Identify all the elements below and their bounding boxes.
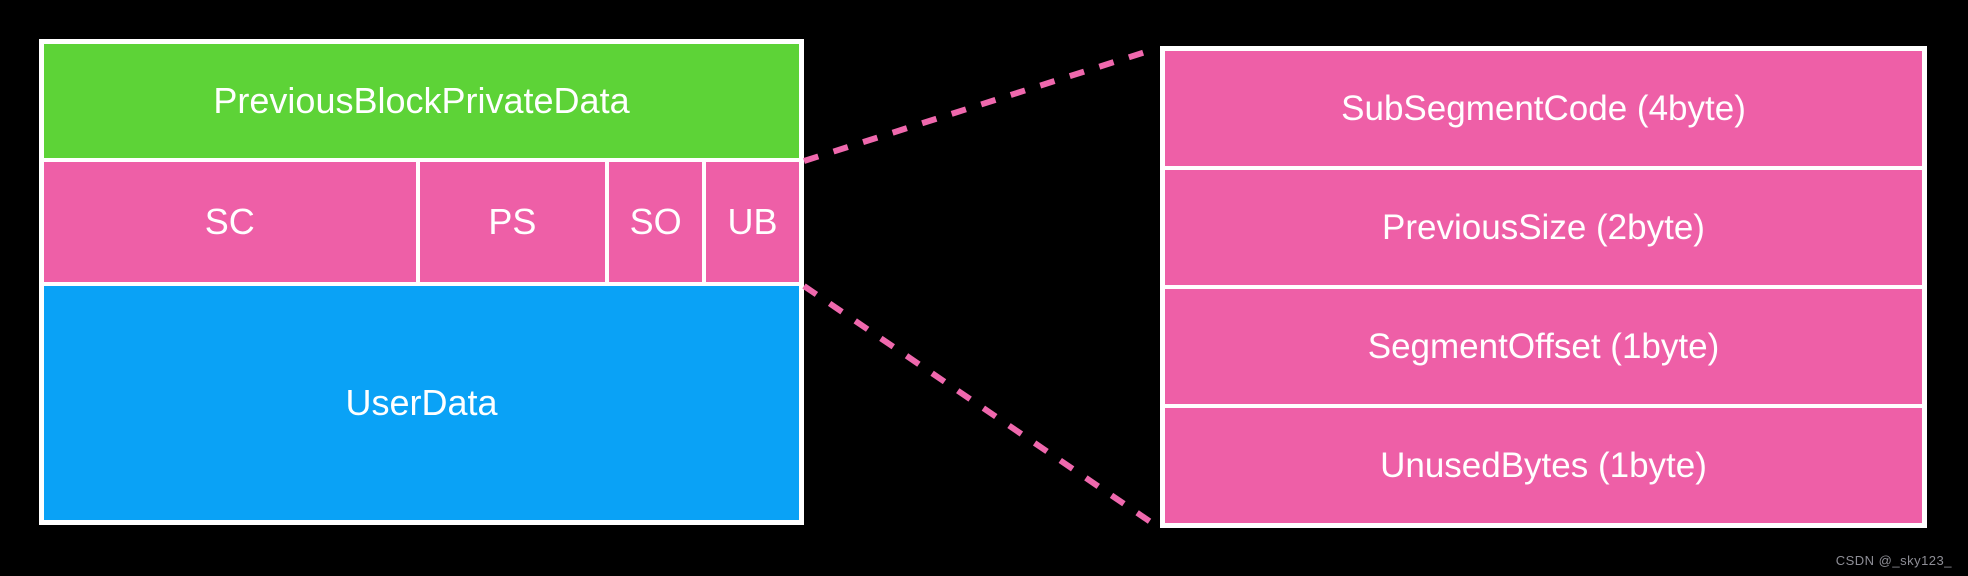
- detail-row-subsegmentcode: SubSegmentCode (4byte): [1165, 51, 1922, 166]
- ub-label: UB: [727, 201, 778, 242]
- segmentoffset-label: SegmentOffset (1byte): [1367, 327, 1720, 366]
- detail-row-previoussize: PreviousSize (2byte): [1165, 170, 1922, 285]
- zoom-connector-top: [803, 45, 1159, 164]
- unusedbytes-label: UnusedBytes (1byte): [1380, 446, 1707, 485]
- zoom-connector-bottom: [802, 283, 1160, 530]
- detail-row-segmentoffset: SegmentOffset (1byte): [1165, 289, 1922, 404]
- subsegmentcode-label: SubSegmentCode (4byte): [1341, 89, 1746, 128]
- field-cell-sc: SC: [44, 162, 416, 282]
- memory-block: PreviousBlockPrivateData SC PS SO UB Use…: [39, 39, 804, 525]
- sc-label: SC: [204, 201, 255, 242]
- user-data-section: UserData: [44, 286, 799, 520]
- field-cell-so: SO: [609, 162, 703, 282]
- ps-label: PS: [488, 201, 537, 242]
- previous-block-private-data-section: PreviousBlockPrivateData: [44, 44, 799, 158]
- user-data-label: UserData: [345, 382, 498, 423]
- csdn-watermark: CSDN @_sky123_: [1835, 553, 1952, 568]
- previoussize-label: PreviousSize (2byte): [1382, 208, 1705, 247]
- field-row: SC PS SO UB: [44, 162, 799, 282]
- previous-block-private-data-label: PreviousBlockPrivateData: [213, 80, 630, 121]
- field-cell-ps: PS: [419, 162, 606, 282]
- so-label: SO: [629, 201, 682, 242]
- field-cell-ub: UB: [706, 162, 799, 282]
- detail-row-unusedbytes: UnusedBytes (1byte): [1165, 408, 1922, 523]
- field-detail-table: SubSegmentCode (4byte) PreviousSize (2by…: [1160, 46, 1927, 528]
